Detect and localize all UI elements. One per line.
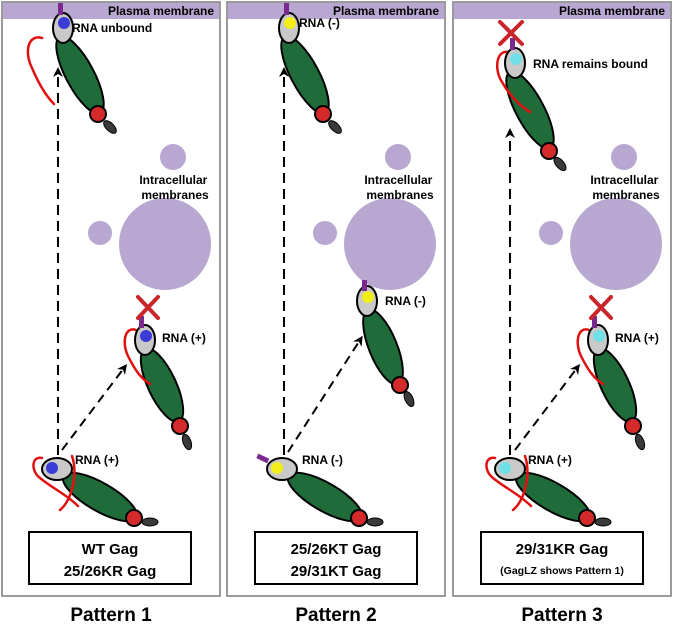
gag-molecule-top <box>495 20 567 172</box>
mutation-site-kr <box>499 462 511 474</box>
myristoyl-anchor <box>592 316 597 328</box>
gag-variant-line: (GagLZ shows Pattern 1) <box>500 565 624 577</box>
rna-strand <box>32 454 80 512</box>
intracellular-vesicle-small <box>88 221 112 245</box>
gag-nc-domain <box>350 509 368 527</box>
intracellular-vesicle-large <box>119 198 211 290</box>
myristoyl-anchor <box>256 453 270 464</box>
gag-nc-domain <box>540 142 558 160</box>
arrow-to-intracellular <box>514 364 581 451</box>
gag-nc-domain <box>314 105 332 123</box>
gag-molecule-bottom <box>256 453 384 527</box>
rna-strand <box>123 328 152 386</box>
mutation-site-kt <box>271 462 283 474</box>
block-x-icon <box>136 295 160 320</box>
pattern-title: Pattern 3 <box>521 605 602 626</box>
myristoyl-anchor <box>58 3 63 15</box>
gag-p6-domain <box>366 517 384 527</box>
myristoyl-anchor <box>284 3 289 15</box>
myristoyl-anchor <box>139 316 144 328</box>
gag-variant-line: WT Gag <box>82 541 139 558</box>
gag-p6-domain <box>634 433 646 451</box>
panel-pattern-2: Plasma membrane Intracellular membranes … <box>226 1 446 597</box>
gag-nc-domain <box>89 105 107 123</box>
myristoyl-anchor <box>362 280 367 291</box>
mutation-site-wt <box>140 330 152 342</box>
gag-nc-domain <box>578 509 596 527</box>
mutation-site-wt <box>46 462 58 474</box>
rna-strand <box>495 50 532 114</box>
intracellular-membranes-label: Intracellular membranes <box>364 173 435 202</box>
gag-variant-line: 29/31KT Gag <box>291 563 382 580</box>
rna-status-label: RNA (-) <box>299 16 340 30</box>
gag-molecule-top <box>26 3 117 134</box>
gag-p6-domain <box>181 433 193 451</box>
plasma-membrane <box>228 3 444 19</box>
mutation-site-wt <box>58 17 70 29</box>
intracellular-vesicle-small <box>160 144 186 170</box>
gag-molecule-bottom <box>485 454 612 527</box>
gag-p6-domain <box>103 120 117 134</box>
plasma-membrane-label: Plasma membrane <box>333 4 439 18</box>
intracellular-vesicle-small <box>313 221 337 245</box>
plasma-membrane <box>454 3 670 19</box>
gag-p6-domain <box>328 120 342 134</box>
gag-molecule-bottom <box>32 454 159 527</box>
gag-variant-box <box>254 531 418 585</box>
gag-molecule-top <box>278 3 342 134</box>
intracellular-vesicle-small <box>385 144 411 170</box>
gag-variant-line: 25/26KT Gag <box>291 541 382 558</box>
intracellular-membranes-label: Intracellular membranes <box>139 173 210 202</box>
gag-nc-domain <box>391 376 409 394</box>
intracellular-membranes-label: Intracellular membranes <box>590 173 661 202</box>
rna-status-label: RNA (-) <box>302 453 343 467</box>
rna-status-label: RNA (-) <box>385 294 426 308</box>
intracellular-vesicle-small <box>611 144 637 170</box>
rna-status-label: RNA unbound <box>72 21 152 35</box>
gag-p6-domain <box>141 517 159 527</box>
panel-pattern-1: Plasma membrane Intracellular membranes … <box>1 1 221 597</box>
intracellular-vesicle-small <box>539 221 563 245</box>
rna-strand <box>576 328 605 386</box>
plasma-membrane-label: Plasma membrane <box>559 4 665 18</box>
gag-molecule-middle <box>356 280 415 407</box>
rna-status-label: RNA (+) <box>75 453 119 467</box>
mutation-site-kt <box>362 291 374 303</box>
gag-p6-domain <box>403 391 415 407</box>
gag-variant-box <box>28 531 192 585</box>
gag-molecule-middle <box>123 295 193 451</box>
gag-p6-domain <box>553 156 567 172</box>
rna-status-label: RNA (+) <box>615 331 659 345</box>
rna-status-label: RNA remains bound <box>533 57 648 71</box>
mutation-site-kt <box>284 17 296 29</box>
myristoyl-anchor <box>510 38 515 50</box>
arrow-to-intracellular <box>61 364 128 451</box>
block-x-icon <box>498 20 524 46</box>
mutation-site-kr <box>593 330 605 342</box>
rna-status-label: RNA (+) <box>162 331 206 345</box>
gag-p6-domain <box>594 517 612 527</box>
intracellular-vesicle-large <box>570 198 662 290</box>
gag-nc-domain <box>624 417 642 435</box>
gag-nc-domain <box>171 417 189 435</box>
block-x-icon <box>589 295 613 320</box>
mutation-site-kr <box>510 53 522 65</box>
gag-variant-box <box>480 531 644 585</box>
intracellular-vesicle-large <box>344 198 436 290</box>
pattern-title: Pattern 1 <box>70 605 152 626</box>
rna-strand <box>26 36 56 106</box>
gag-nc-domain <box>125 509 143 527</box>
panel-pattern-3: Plasma membrane Intracellular membranes … <box>452 1 672 597</box>
gag-variant-line: 29/31KR Gag <box>516 541 609 558</box>
pattern-title: Pattern 2 <box>295 605 376 626</box>
rna-strand <box>485 454 533 512</box>
panel-frame <box>226 1 446 597</box>
rna-status-label: RNA (+) <box>528 453 572 467</box>
plasma-membrane-label: Plasma membrane <box>108 4 214 18</box>
arrow-to-intracellular <box>287 335 363 453</box>
gag-molecule-middle <box>576 295 646 451</box>
gag-variant-line: 25/26KR Gag <box>64 563 157 580</box>
